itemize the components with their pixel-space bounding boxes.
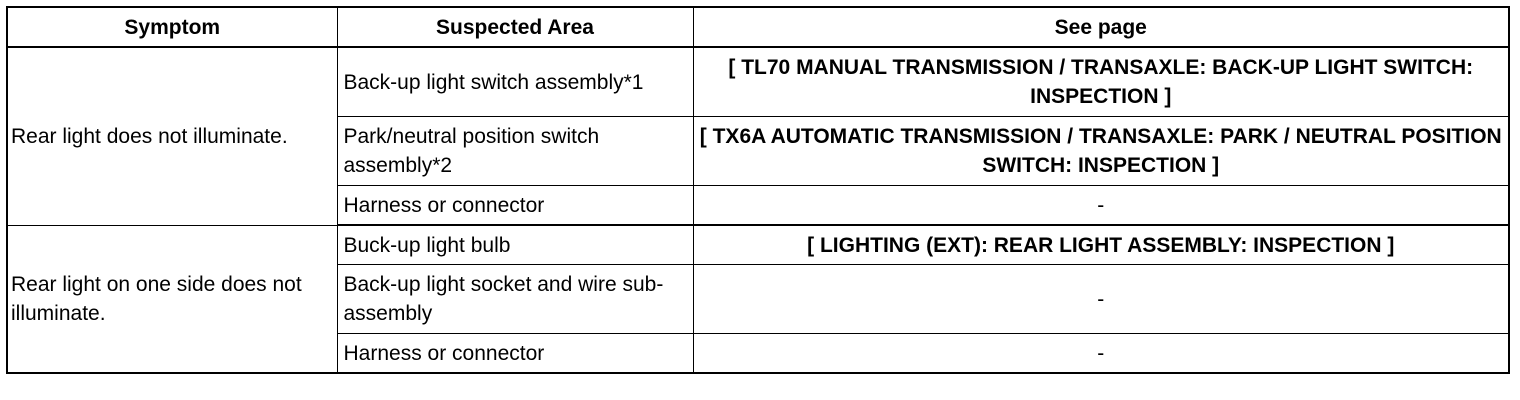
suspected-area-cell: Park/neutral position switch assembly*2 [336, 116, 694, 186]
see-page-link[interactable]: [ TX6A AUTOMATIC TRANSMISSION / TRANSAXL… [692, 116, 1510, 186]
table-row: Back-up light socket and wire sub-assemb… [7, 264, 1510, 334]
see-page-cell: - [692, 333, 1510, 374]
table-row: Rear light does not illuminate. Back-up … [6, 46, 1510, 226]
see-page-link[interactable]: [ LIGHTING (EXT): REAR LIGHT ASSEMBLY: I… [692, 224, 1510, 265]
suspected-area-cell: Back-up light switch assembly*1 [336, 46, 694, 117]
table-row: Harness or connector - [7, 333, 1510, 374]
table-row: Harness or connector - [7, 185, 1510, 226]
suspected-area-cell: Harness or connector [336, 185, 694, 226]
header-suspected-area: Suspected Area [336, 6, 694, 48]
table-row: Rear light on one side does not illumina… [6, 224, 1510, 374]
see-page-link[interactable]: [ TL70 MANUAL TRANSMISSION / TRANSAXLE: … [692, 46, 1510, 117]
header-symptom: Symptom [6, 6, 338, 48]
troubleshooting-table: Symptom Suspected Area See page Rear lig… [6, 6, 1510, 374]
see-page-cell: - [692, 185, 1510, 226]
header-see-page: See page [692, 6, 1510, 48]
table-header-row: Symptom Suspected Area See page [6, 6, 1510, 48]
symptom-cell: Rear light does not illuminate. [6, 46, 338, 226]
see-page-cell: - [692, 264, 1510, 334]
table-row: Park/neutral position switch assembly*2 … [7, 116, 1510, 186]
symptom-cell: Rear light on one side does not illumina… [6, 224, 338, 374]
suspected-area-cell: Harness or connector [336, 333, 694, 374]
troubleshooting-table-container: Symptom Suspected Area See page Rear lig… [6, 6, 1510, 374]
suspected-area-cell: Buck-up light bulb [336, 224, 694, 265]
suspected-area-cell: Back-up light socket and wire sub-assemb… [336, 264, 694, 334]
